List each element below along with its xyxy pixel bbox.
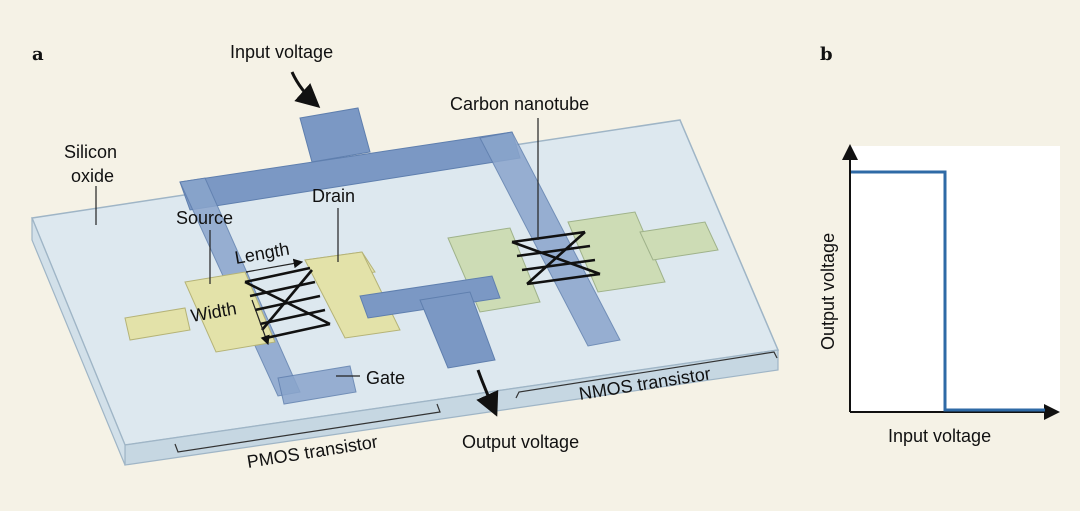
x-axis-label: Input voltage [888,426,991,446]
y-axis-label: Output voltage [818,233,838,350]
output-voltage-label: Output voltage [462,432,579,452]
nmos-nanotubes [511,230,601,286]
output-electrode [359,275,501,369]
input-voltage-label: Input voltage [230,42,333,62]
panel-b-letter: b [820,44,833,65]
pmos-bracket [174,403,441,453]
input-voltage-arrow [290,71,321,108]
output-voltage-arrow [476,369,499,417]
source-label: Source [176,208,233,228]
panel-a-letter: a [32,44,44,65]
pmos-nanotubes [244,266,331,340]
plot-area [850,146,1060,412]
nmos-bracket [515,351,778,399]
gate-label: Gate [366,368,405,388]
transfer-curve [851,170,1045,412]
pmos-source-contact [124,271,276,353]
callout-lines [95,118,539,377]
transfer-plot [842,144,1060,420]
carbon-nanotube-label: Carbon nanotube [450,94,589,114]
silicon-label: Silicon [64,142,117,162]
drain-label: Drain [312,186,355,206]
oxide-label: oxide [71,166,114,186]
